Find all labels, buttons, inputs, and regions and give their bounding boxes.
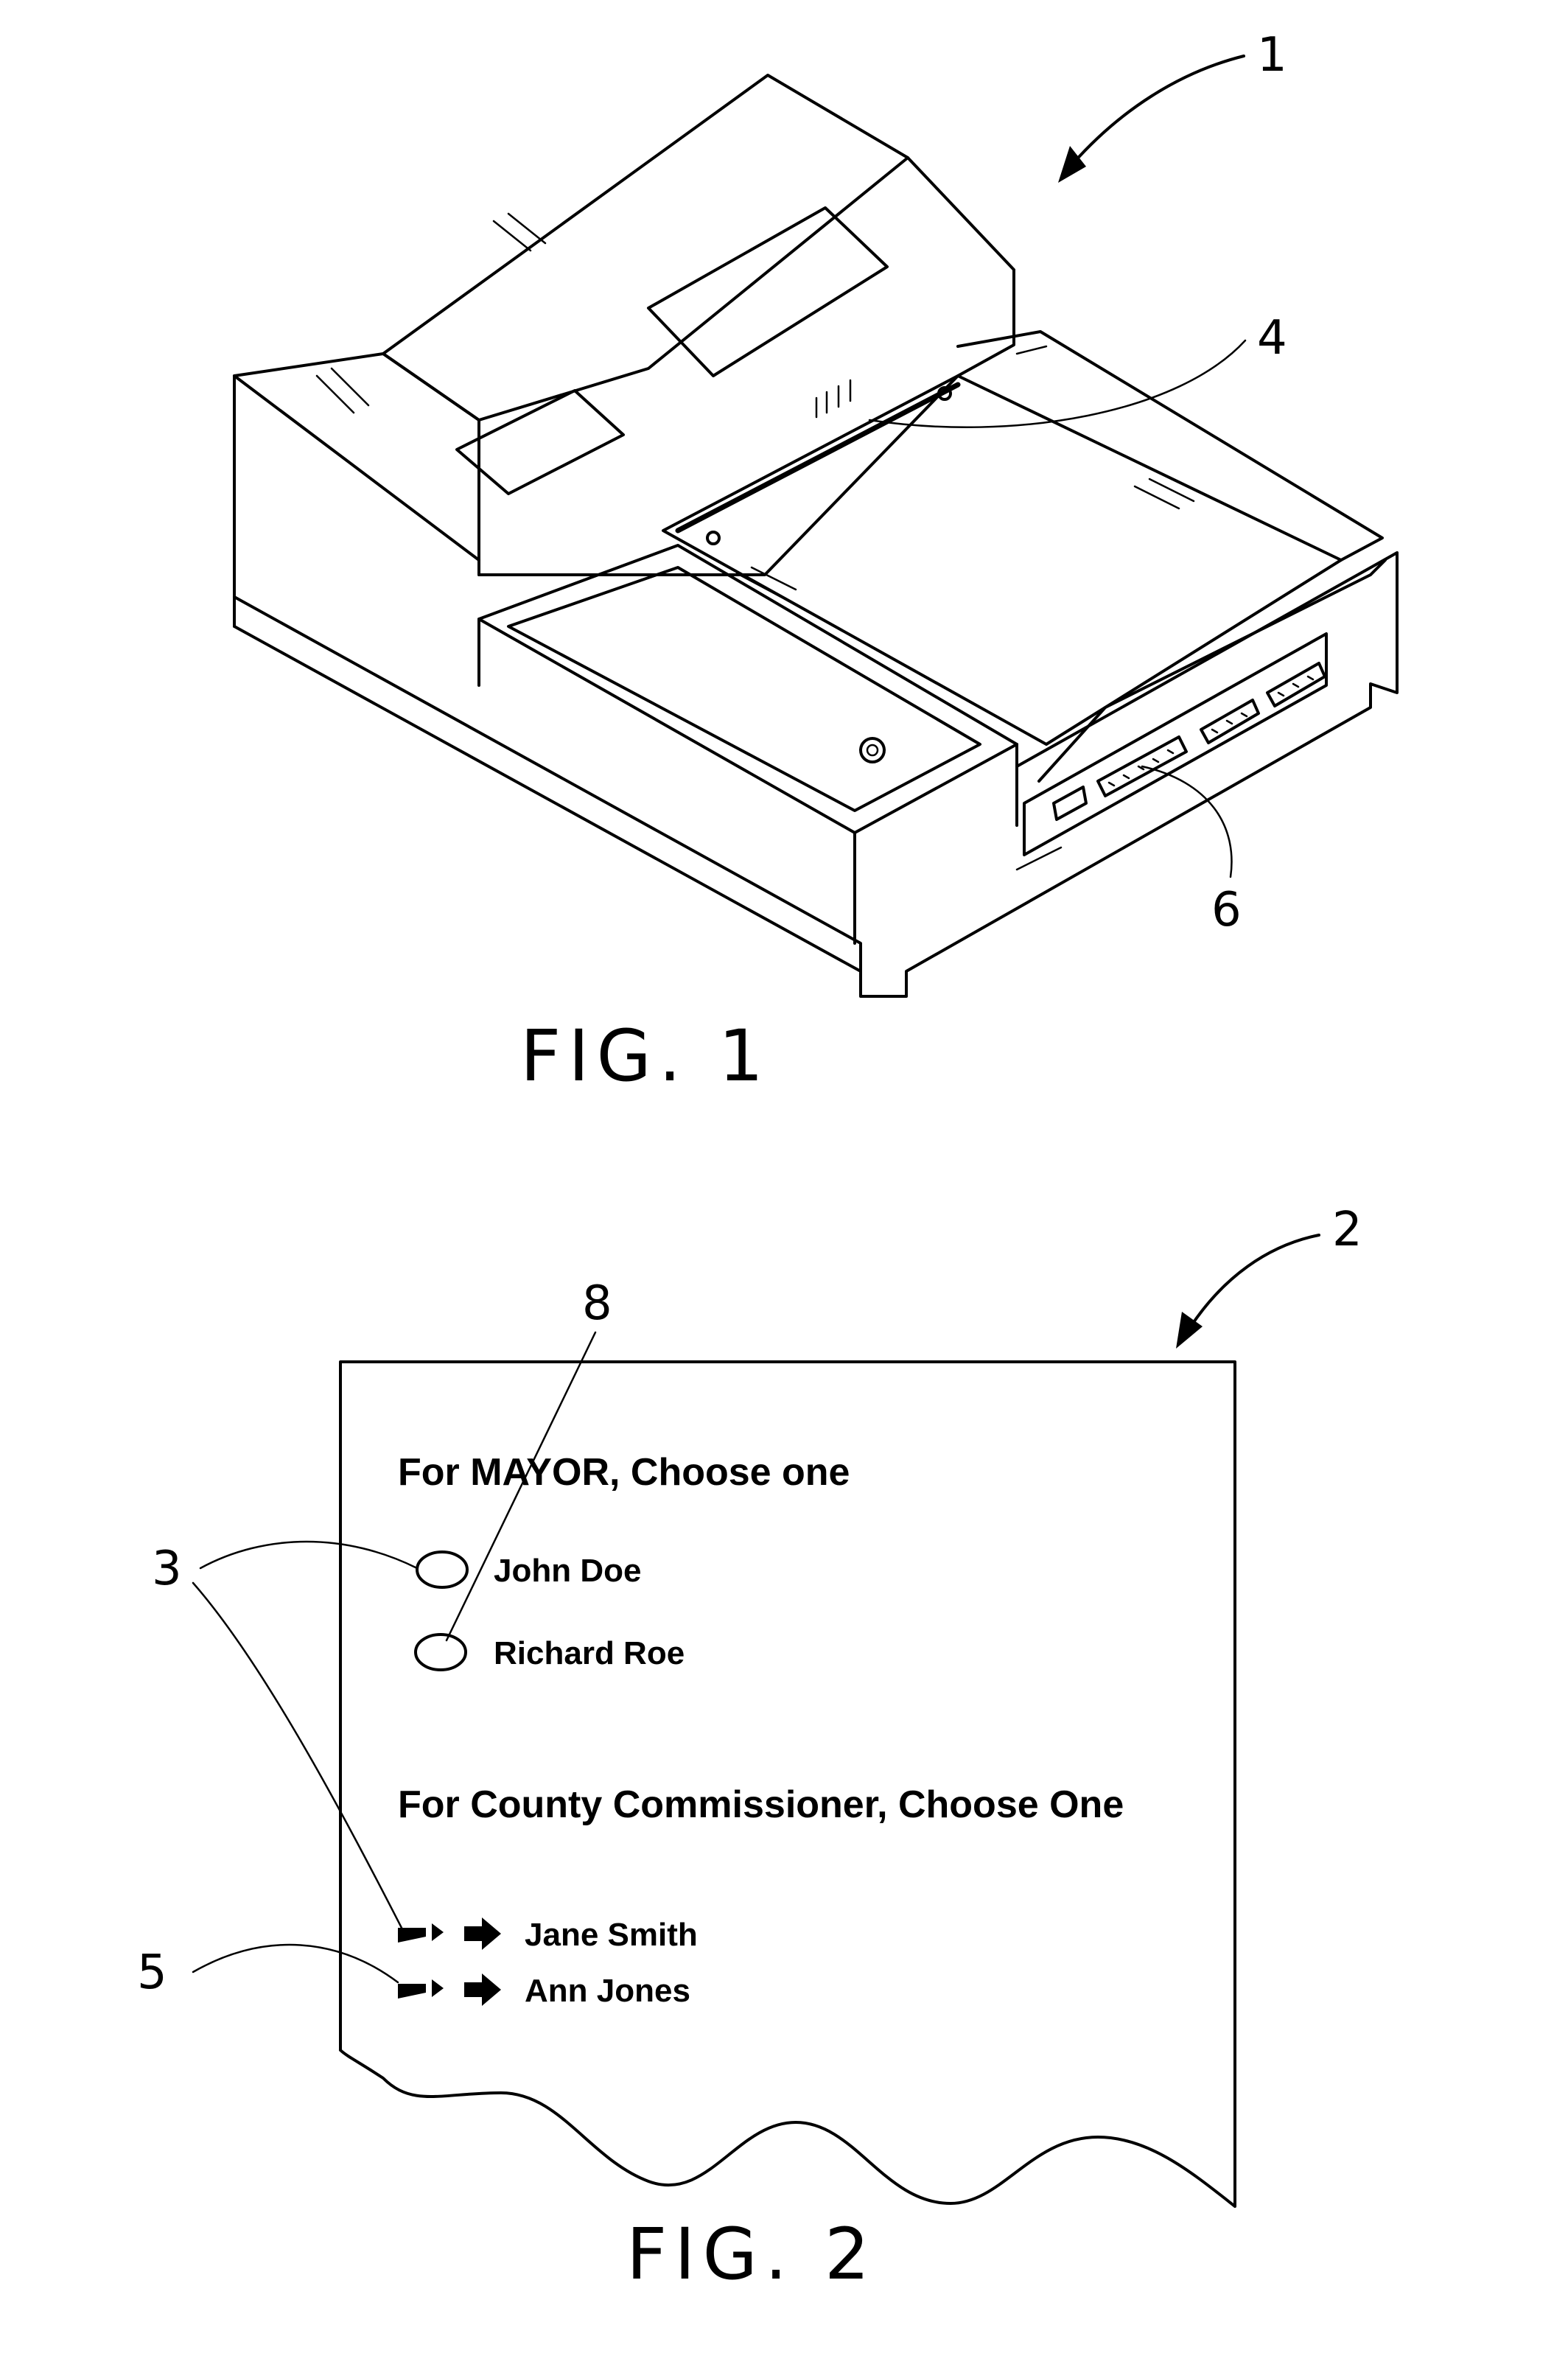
left-end-face: [234, 354, 479, 575]
candidate-richard-roe: Richard Roe: [494, 1635, 685, 1671]
hood-window-large: [648, 208, 887, 376]
hood-front-slope: [479, 158, 908, 420]
cover-lock-core: [867, 745, 878, 755]
ref-5-leader: [193, 1945, 398, 1982]
candidate-ann-jones: Ann Jones: [525, 1973, 690, 2009]
oval-john-doe[interactable]: [417, 1552, 467, 1587]
candidate-jane-smith: Jane Smith: [525, 1917, 698, 1953]
arrow-mark-head-ann: [464, 1973, 501, 2006]
race2-heading: For County Commissioner, Choose One: [398, 1783, 1124, 1826]
fig2-ballot-drawing: 2 8 For MAYOR, Choose one John Doe Richa…: [137, 1203, 1362, 2296]
cover-lock: [861, 738, 884, 762]
front-cover-side: [479, 619, 1017, 943]
ref-4-leader: [869, 340, 1245, 427]
feed-tray-slot: [678, 385, 958, 531]
front-cover-panel: [479, 545, 1017, 833]
ref-1-label: 1: [1257, 28, 1287, 83]
ref-1-leader: [1073, 56, 1244, 164]
hood-window-small: [457, 391, 623, 494]
ref-3-leader-oval: [200, 1542, 417, 1568]
ref-6-leader: [1142, 766, 1232, 877]
ref-3-leader-arrow: [193, 1583, 402, 1929]
feed-tray-right-rail: [958, 332, 1382, 560]
arrow-mark-tail-jane[interactable]: [398, 1923, 444, 1943]
arrow-mark-tail-ann[interactable]: [398, 1979, 444, 1999]
ref-8-label: 8: [582, 1276, 612, 1331]
fig1-caption: FIG. 1: [520, 1015, 771, 1097]
ref-3-label: 3: [152, 1542, 182, 1596]
ref-5-label: 5: [137, 1945, 167, 2000]
ref-2-label: 2: [1332, 1203, 1362, 1257]
ref-4-label: 4: [1257, 311, 1287, 366]
fig2-caption: FIG. 2: [626, 2213, 877, 2296]
front-cover-inner: [508, 567, 980, 811]
ref-1-arrowhead: [1058, 146, 1086, 183]
ref-6-label: 6: [1211, 883, 1242, 937]
fig1-device-drawing: 1 4: [234, 28, 1397, 1097]
tray-screw-left: [707, 532, 719, 544]
port-pins: [1109, 676, 1313, 786]
hood-hatching: [317, 214, 1061, 870]
oval-richard-roe[interactable]: [416, 1634, 466, 1670]
candidate-john-doe: John Doe: [494, 1553, 641, 1589]
arrow-mark-head-jane: [464, 1917, 501, 1950]
port-switch: [1054, 787, 1086, 819]
connector-bay: [1024, 634, 1326, 855]
race1-heading: For MAYOR, Choose one: [398, 1451, 850, 1494]
ref-2-leader: [1191, 1235, 1319, 1326]
feed-tray: [663, 376, 1341, 744]
